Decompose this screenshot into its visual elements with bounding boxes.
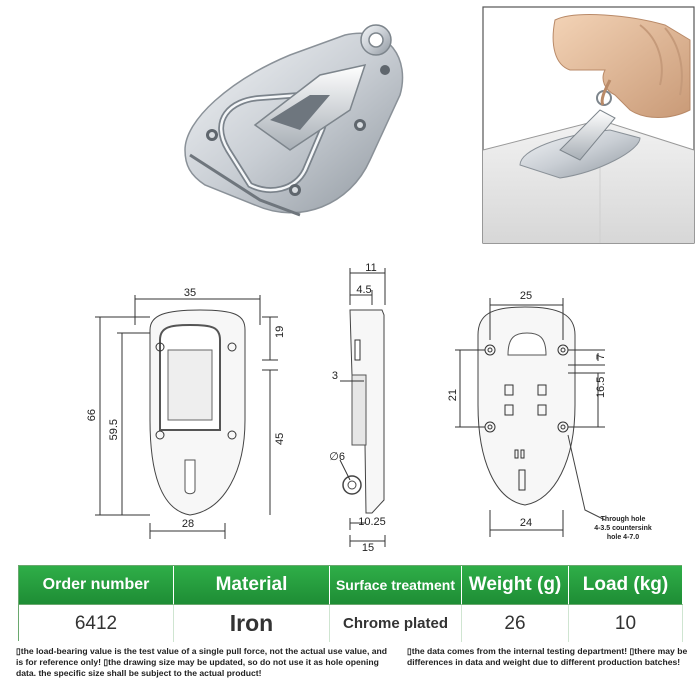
spec-table: Order number Material Surface treatment … <box>18 565 683 642</box>
dim-front-bottom-width: 28 <box>182 518 194 530</box>
dim-back-bottom-width: 24 <box>520 517 532 529</box>
back-view <box>455 298 606 537</box>
product-photos <box>0 0 700 250</box>
front-view <box>95 295 278 539</box>
dim-back-mid-length: 16.5 <box>595 377 607 398</box>
side-view <box>339 268 386 547</box>
technical-drawings: 35 66 59.5 19 45 28 11 4.5 3 ∅6 10.25 <box>0 255 700 555</box>
dim-side-thickness: 3 <box>332 370 338 382</box>
dim-side-bottom-inner: 10.25 <box>358 516 386 528</box>
dim-front-height-total: 66 <box>86 409 98 421</box>
value-load: 10 <box>569 604 683 642</box>
hole-note-line-1: Through hole <box>601 516 646 523</box>
dim-back-top-offset: 7 <box>595 354 607 360</box>
dim-front-top-offset: 19 <box>274 326 286 338</box>
product-photos-svg <box>184 6 695 244</box>
header-material: Material <box>174 566 330 604</box>
technical-drawings-svg: 35 66 59.5 19 45 28 11 4.5 3 ∅6 10.25 <box>86 262 652 554</box>
header-surface-treatment: Surface treatment <box>330 566 462 604</box>
value-weight: 26 <box>462 604 569 642</box>
header-weight: Weight (g) <box>462 566 569 604</box>
value-surface-treatment: Chrome plated <box>330 604 462 642</box>
dim-side-ring-diameter: ∅6 <box>329 451 345 463</box>
dim-front-width: 35 <box>184 287 196 299</box>
footnote-left: ▯the load-bearing value is the test valu… <box>16 646 388 678</box>
dim-side-bottom-width: 15 <box>362 542 374 554</box>
dim-back-hole-spacing: 25 <box>520 290 532 302</box>
header-load: Load (kg) <box>569 566 683 604</box>
value-material: Iron <box>174 604 330 642</box>
hole-note-line-2: 4-3.5 countersink <box>594 525 652 532</box>
dim-front-height-inner: 59.5 <box>108 419 120 440</box>
dim-side-top-inner: 4.5 <box>356 284 371 296</box>
latch-product-render <box>184 24 404 217</box>
dim-front-lower-length: 45 <box>274 433 286 445</box>
header-order-number: Order number <box>19 566 174 604</box>
usage-photo <box>482 6 695 244</box>
value-order-number: 6412 <box>19 604 174 642</box>
dim-side-top-width: 11 <box>365 262 376 274</box>
dim-back-height: 21 <box>447 389 459 401</box>
hole-note-line-3: hole 4-7.0 <box>607 534 639 541</box>
footnote-right: ▯the data comes from the internal testin… <box>407 646 688 667</box>
